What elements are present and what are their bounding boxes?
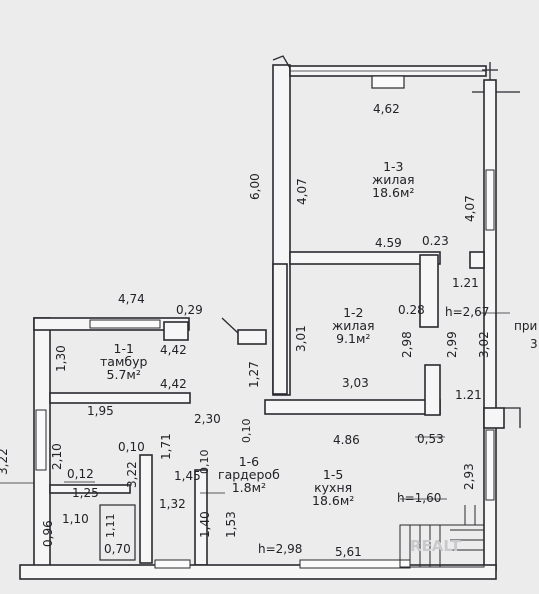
- height-2-98: h=2,98: [258, 542, 303, 556]
- window-right-upper: [485, 169, 495, 231]
- dim-0-10-a: 0,10: [240, 418, 253, 444]
- wall-bottom-12: [264, 399, 441, 415]
- cut-text-3: 3: [530, 337, 538, 351]
- wall-annex-top-stub: [163, 321, 189, 341]
- dim-top: 4,62: [373, 102, 400, 116]
- dim-right-13: 4,07: [463, 195, 477, 222]
- dim-0-10-c: 0,10: [198, 449, 211, 475]
- dim-3-03: 3,03: [342, 376, 369, 390]
- dim-1-32: 1,32: [159, 497, 186, 511]
- dim-1-30: 1,30: [54, 345, 68, 372]
- dim-2-30: 2,30: [194, 412, 221, 426]
- dim-4-86: 4.86: [333, 433, 360, 447]
- dim-2-98: 2,98: [400, 331, 414, 358]
- watermark: REALT: [410, 537, 461, 555]
- dim-left-total: 6,00: [248, 173, 262, 200]
- dim-5-61: 5,61: [335, 545, 362, 559]
- break-mark-top: [272, 55, 291, 69]
- dim-2-10: 2,10: [50, 443, 64, 470]
- dim-1-27: 1,27: [247, 361, 261, 388]
- dim-1-45: 1,45: [174, 469, 201, 483]
- wall-stub-12: [424, 364, 441, 416]
- room-16-label: 1-6 гардероб 1.8м²: [218, 454, 280, 495]
- dim-1-21-upper: 1.21: [452, 276, 479, 290]
- wall-partition-13-12: [289, 251, 441, 265]
- dim-0-70: 0,70: [104, 542, 131, 556]
- dim-1-40: 1,40: [198, 511, 212, 538]
- height-2-67: h=2,67: [445, 305, 490, 319]
- wall-stub: [419, 254, 439, 328]
- dim-4-42-b: 4,42: [160, 377, 187, 391]
- window-top: [371, 75, 405, 89]
- dim-left-13: 4,07: [295, 178, 309, 205]
- dim-1-10: 1,10: [62, 512, 89, 526]
- dim-0-10-b: 0,10: [118, 440, 145, 454]
- dim-0-53: 0,53: [417, 432, 444, 446]
- bath-box: [99, 504, 136, 561]
- dim-3-22-inner: 3,22: [125, 461, 139, 488]
- dim-0-12: 0,12: [67, 467, 94, 481]
- wall-annex-joint: [237, 329, 267, 345]
- dim-1-71: 1,71: [159, 433, 173, 460]
- wall-tambur-bottom: [49, 392, 191, 404]
- dim-3-22-left: 3,22: [0, 448, 10, 475]
- dim-partition: 4.59: [375, 236, 402, 250]
- room-15-label: 1-5 кухня 18.6м²: [312, 467, 355, 508]
- wall-inner-1: [139, 454, 153, 564]
- dim-1-25: 1,25: [72, 486, 99, 500]
- room-12-label: 1-2 жилая 9.1м²: [332, 305, 375, 346]
- column: [483, 407, 505, 429]
- dim-1-95: 1,95: [87, 404, 114, 418]
- dim-0-23: 0.23: [422, 234, 449, 248]
- room-11-label: 1-1 тамбур 5.7м²: [100, 341, 148, 382]
- window-right-lower: [485, 429, 495, 501]
- dim-0-96: 0,96: [41, 520, 55, 547]
- dim-0-29: 0,29: [176, 303, 203, 317]
- dim-annex-top: 4,74: [118, 292, 145, 306]
- staircase: [399, 505, 485, 568]
- window-annex: [35, 409, 47, 471]
- height-1-60: h=1,60: [397, 491, 442, 505]
- dim-1-53: 1,53: [224, 511, 238, 538]
- dim-0-28: 0.28: [398, 303, 425, 317]
- dim-2-93: 2,93: [462, 463, 476, 490]
- wall-inner-3: [49, 484, 131, 494]
- dim-4-42-a: 4,42: [160, 343, 187, 357]
- cut-text-pri: при: [514, 319, 538, 333]
- dim-3-01: 3,01: [294, 325, 308, 352]
- break-mark-right: [504, 407, 521, 428]
- dim-2-99: 2,99: [445, 331, 459, 358]
- dim-3-02: 3,02: [477, 331, 491, 358]
- wall-stub-right: [469, 251, 485, 269]
- wall-left-12: [272, 263, 288, 395]
- dim-1-11: 1,11: [104, 513, 117, 539]
- room-13-label: 1-3 жилая 18.6м²: [372, 159, 415, 200]
- dim-1-21-lower: 1.21: [455, 388, 482, 402]
- window-bottom: [299, 559, 411, 569]
